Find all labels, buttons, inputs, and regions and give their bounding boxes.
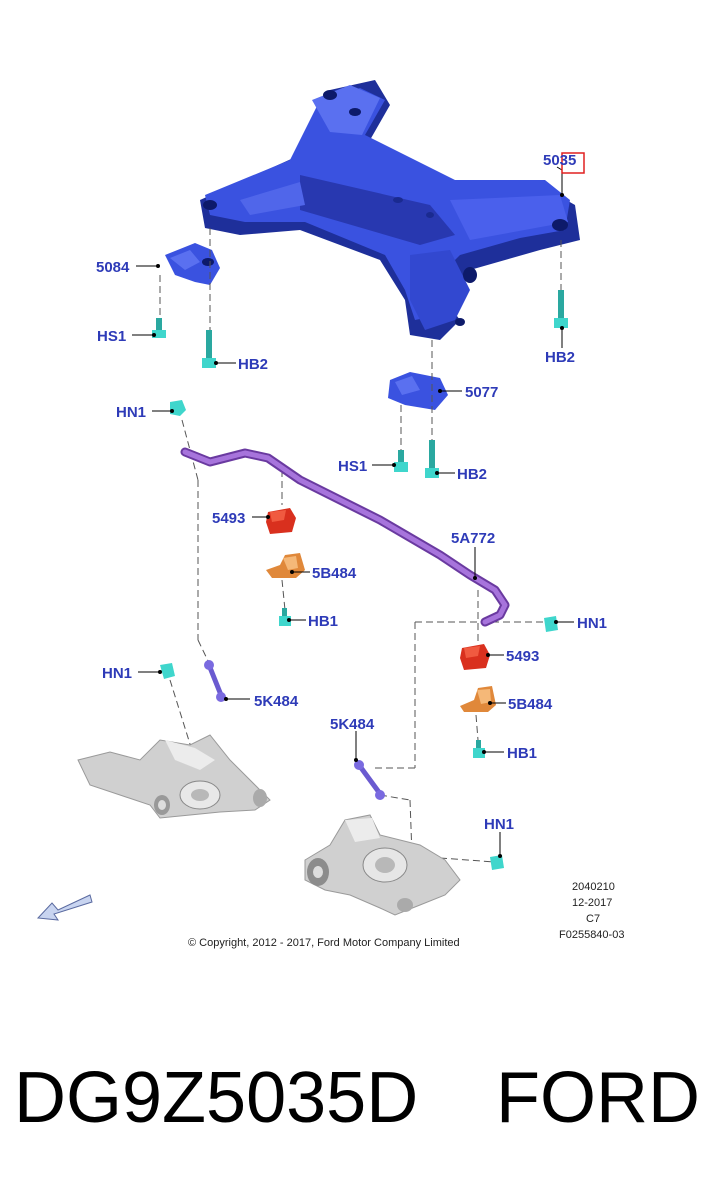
bolt-hb1-left[interactable] [279, 608, 291, 626]
bolt-hs1-mid[interactable] [394, 450, 408, 472]
nut-hn1-bottom[interactable] [490, 855, 504, 870]
assembly-line [475, 714, 479, 741]
assembly-line [379, 794, 411, 801]
knuckle-right[interactable] [304, 814, 461, 916]
front-direction-arrow-icon [36, 894, 93, 921]
assembly-line [281, 579, 286, 611]
callout-hb2[interactable]: HB2 [545, 349, 575, 366]
callout-5k484[interactable]: 5K484 [330, 716, 375, 733]
assembly-line [439, 857, 496, 863]
bolt-hb2-right[interactable] [554, 290, 568, 328]
callout-hb1[interactable]: HB1 [507, 745, 537, 762]
callout-5077[interactable]: 5077 [465, 384, 498, 401]
callout-hn1[interactable]: HN1 [484, 816, 514, 833]
parts-diagram: 5035 5084 HS1 HB2 HB2 5077 HS1 HB2 HN1 5… [36, 80, 624, 949]
callout-5084[interactable]: 5084 [96, 259, 130, 276]
nut-hn1-left[interactable] [160, 663, 175, 679]
end-link-right[interactable] [354, 760, 385, 800]
meta-line-2: 12-2017 [572, 897, 612, 909]
callout-hb2[interactable]: HB2 [457, 466, 487, 483]
callout-hs1[interactable]: HS1 [97, 328, 126, 345]
bracket-right[interactable] [460, 686, 496, 712]
bracket-left[interactable] [266, 553, 305, 578]
brand-caption: FORD [496, 1058, 700, 1138]
bolt-hb1-right[interactable] [473, 740, 485, 758]
bolt-hb2-left[interactable] [202, 330, 216, 368]
copyright: © Copyright, 2012 - 2017, Ford Motor Com… [188, 937, 460, 949]
nut-hn1-top[interactable] [170, 400, 186, 416]
callout-5493[interactable]: 5493 [506, 648, 539, 665]
leader-dots [152, 193, 564, 858]
knuckle-left[interactable] [77, 734, 271, 819]
bushing-right[interactable] [460, 644, 490, 670]
stabilizer-bar[interactable] [180, 447, 510, 627]
callout-5035[interactable]: 5035 [543, 152, 576, 169]
nut-hn1-right[interactable] [544, 616, 558, 632]
leader-line [556, 166, 563, 171]
meta-line-3: C7 [586, 913, 600, 925]
meta-line-4: F0255840-03 [559, 929, 624, 941]
callout-5493[interactable]: 5493 [212, 510, 245, 527]
callout-hn1[interactable]: HN1 [116, 404, 146, 421]
callout-hb2[interactable]: HB2 [238, 356, 268, 373]
callout-5k484[interactable]: 5K484 [254, 693, 299, 710]
callout-hs1[interactable]: HS1 [338, 458, 367, 475]
mount-bracket-5084[interactable] [165, 243, 220, 285]
part-number-caption: DG9Z5035D [14, 1058, 419, 1138]
callout-hn1[interactable]: HN1 [577, 615, 607, 632]
callout-hn1[interactable]: HN1 [102, 665, 132, 682]
callout-5b484[interactable]: 5B484 [508, 696, 553, 713]
mount-bracket-5077[interactable] [388, 372, 448, 410]
callout-hb1[interactable]: HB1 [308, 613, 338, 630]
end-link-left[interactable] [204, 660, 226, 702]
callout-5b484[interactable]: 5B484 [312, 565, 357, 582]
bolt-hb2-mid[interactable] [425, 440, 439, 478]
callout-5a772[interactable]: 5A772 [451, 530, 495, 547]
meta-line-1: 2040210 [572, 881, 615, 893]
highlight-box [561, 152, 585, 174]
bushing-left[interactable] [266, 508, 296, 534]
subframe[interactable] [200, 80, 580, 340]
